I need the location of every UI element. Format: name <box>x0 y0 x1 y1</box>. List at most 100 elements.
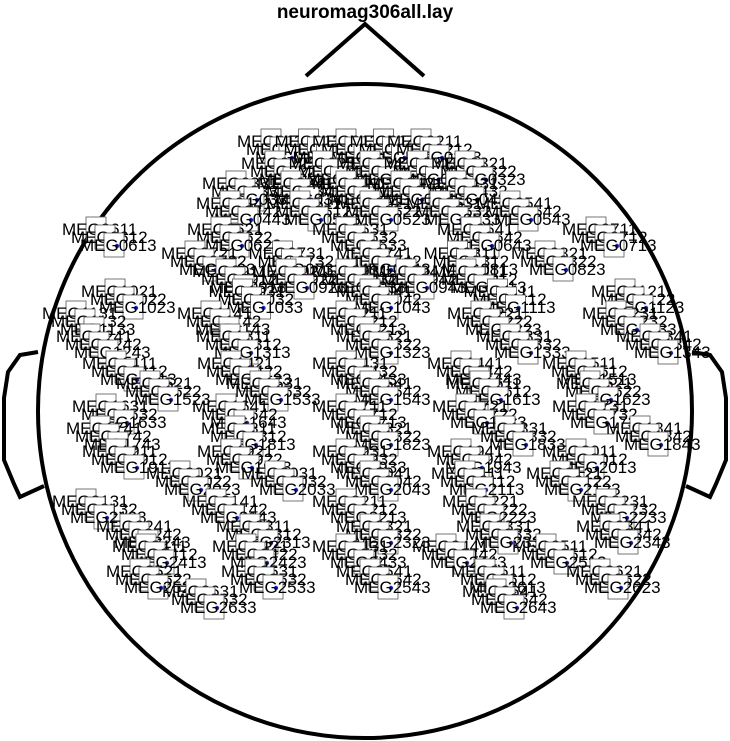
sensor-box <box>657 339 679 365</box>
sensor-marker <box>104 515 110 521</box>
sensor-box <box>567 476 589 502</box>
sensor-label: MEG2343 <box>594 533 671 552</box>
sensor-box <box>512 431 534 457</box>
sensor-label: MEG1913 <box>100 458 177 477</box>
sensor-box <box>552 256 574 282</box>
sensor-box <box>453 549 475 575</box>
sensor-marker <box>578 487 584 493</box>
sensor-marker <box>564 560 570 566</box>
sensor-label: MEG2643 <box>480 598 557 617</box>
sensor-marker <box>614 243 620 249</box>
sensor-label: MEG0443 <box>214 210 291 229</box>
sensor-triplet: MEG1311MEG1312MEG1313 <box>196 323 291 365</box>
sensor-triplet: MEG1341MEG1342MEG1343 <box>616 323 711 365</box>
sensor-triplet: MEG2641MEG2642MEG2643 <box>462 578 557 620</box>
sensor-marker <box>484 420 490 426</box>
sensor-group: MEG0111MEG0112MEG0113MEG0121MEG0122MEG01… <box>42 128 711 620</box>
sensor-marker <box>234 515 240 521</box>
sensor-box <box>203 594 225 620</box>
sensor-marker <box>304 285 310 291</box>
sensor-marker <box>516 305 521 311</box>
sensor-label: MEG2043 <box>354 480 431 499</box>
sensor-triplet: MEG0241MEG0242MEG0243 <box>336 150 431 192</box>
sensor-triplet: MEG1531MEG1532MEG1533 <box>226 370 321 412</box>
sensor-triplet: MEG2041MEG2042MEG2043 <box>336 460 431 502</box>
sensor-box <box>553 549 575 575</box>
sensor-triplet: MEG2131MEG2132MEG2133 <box>52 488 147 530</box>
sensor-label: MEG0543 <box>494 210 571 229</box>
sensor-marker <box>388 585 394 591</box>
sensor-triplet: MEG2031MEG2032MEG2033 <box>241 460 336 502</box>
sensor-box <box>282 476 304 502</box>
sensor-marker <box>261 305 266 311</box>
sensor-marker <box>388 397 394 403</box>
sensor-marker <box>563 267 569 273</box>
sensor-marker <box>248 217 254 223</box>
sensor-marker <box>253 442 259 448</box>
sensor-marker <box>608 397 614 403</box>
nose-outline <box>304 21 426 78</box>
sensor-triplet: MEG2331MEG2332MEG2333 <box>456 513 551 555</box>
sensor-marker <box>439 155 445 161</box>
sensor-label: MEG1833 <box>489 435 566 454</box>
sensor-box <box>377 431 399 457</box>
sensor-marker <box>114 243 120 249</box>
sensor-marker <box>239 243 245 249</box>
sensor-triplet: MEG2441MEG2442MEG2443 <box>412 533 507 575</box>
sensor-marker <box>436 177 441 183</box>
sensor-box <box>377 574 399 600</box>
sensor-marker <box>508 540 514 546</box>
sensor-box <box>497 529 519 555</box>
sensor-label: MEG1033 <box>227 298 304 317</box>
sensor-label: MEG1843 <box>624 435 701 454</box>
sensor-marker <box>604 420 610 426</box>
sensor-box <box>517 206 539 232</box>
sensor-triplet: MEG0711MEG0712MEG0713 <box>562 216 657 258</box>
sensor-marker <box>318 217 324 223</box>
sensor-box <box>267 386 289 412</box>
sensor-marker <box>278 397 284 403</box>
sensor-triplet: MEG2431MEG2432MEG2433 <box>312 533 407 575</box>
left-ear-outline <box>2 350 45 500</box>
sensor-marker <box>634 327 640 333</box>
sensor-triplet: MEG1241MEG1242MEG1243 <box>56 323 151 365</box>
sensor-box <box>147 574 169 600</box>
sensor-triplet: MEG0941MEG0942MEG0943 <box>372 258 467 300</box>
sensor-label: MEG2533 <box>239 578 316 597</box>
sensor-box <box>463 186 485 212</box>
sensor-box <box>473 409 495 435</box>
sensor-triplet: MEG2241MEG2242MEG2243 <box>96 513 191 555</box>
sensor-triplet: MEG2511MEG2512MEG2513 <box>512 533 607 575</box>
sensor-marker <box>464 560 470 566</box>
sensor-marker <box>133 305 139 311</box>
sensor-triplet: MEG0521MEG0522MEG0523 <box>336 190 431 232</box>
sensor-box <box>377 386 399 412</box>
sensor-label: MEG2523 <box>124 578 201 597</box>
sensor-label: MEG1823 <box>354 435 431 454</box>
sensor-box <box>377 339 399 365</box>
sensor-box <box>377 206 399 232</box>
sensor-box <box>607 574 629 600</box>
sensor-label: MEG0623 <box>205 236 282 255</box>
sensor-triplet: MEG0621MEG0622MEG0623 <box>187 216 282 258</box>
sensor-marker <box>498 397 504 403</box>
sensor-box <box>157 386 179 412</box>
sensor-label: MEG0713 <box>580 236 657 255</box>
sensor-triplet: MEG0821MEG0822MEG0823 <box>511 240 606 282</box>
sensor-box <box>377 529 399 555</box>
sensor-marker <box>388 305 394 311</box>
sensor-label: MEG1543 <box>354 390 431 409</box>
sensor-box <box>377 476 399 502</box>
sensor-marker <box>164 560 170 566</box>
sensor-marker <box>388 267 394 273</box>
sensor-triplet: MEG2521MEG2522MEG2523 <box>106 558 201 600</box>
sensor-box <box>617 529 639 555</box>
sensor-triplet: MEG1541MEG1542MEG1543 <box>336 370 431 412</box>
sensor-marker <box>483 177 489 183</box>
sensor-marker <box>248 350 254 356</box>
sensor-marker <box>419 197 425 203</box>
sensor-box <box>517 339 539 365</box>
sensor-marker <box>198 487 204 493</box>
right-ear-outline <box>685 350 728 500</box>
sensor-box <box>250 294 271 320</box>
